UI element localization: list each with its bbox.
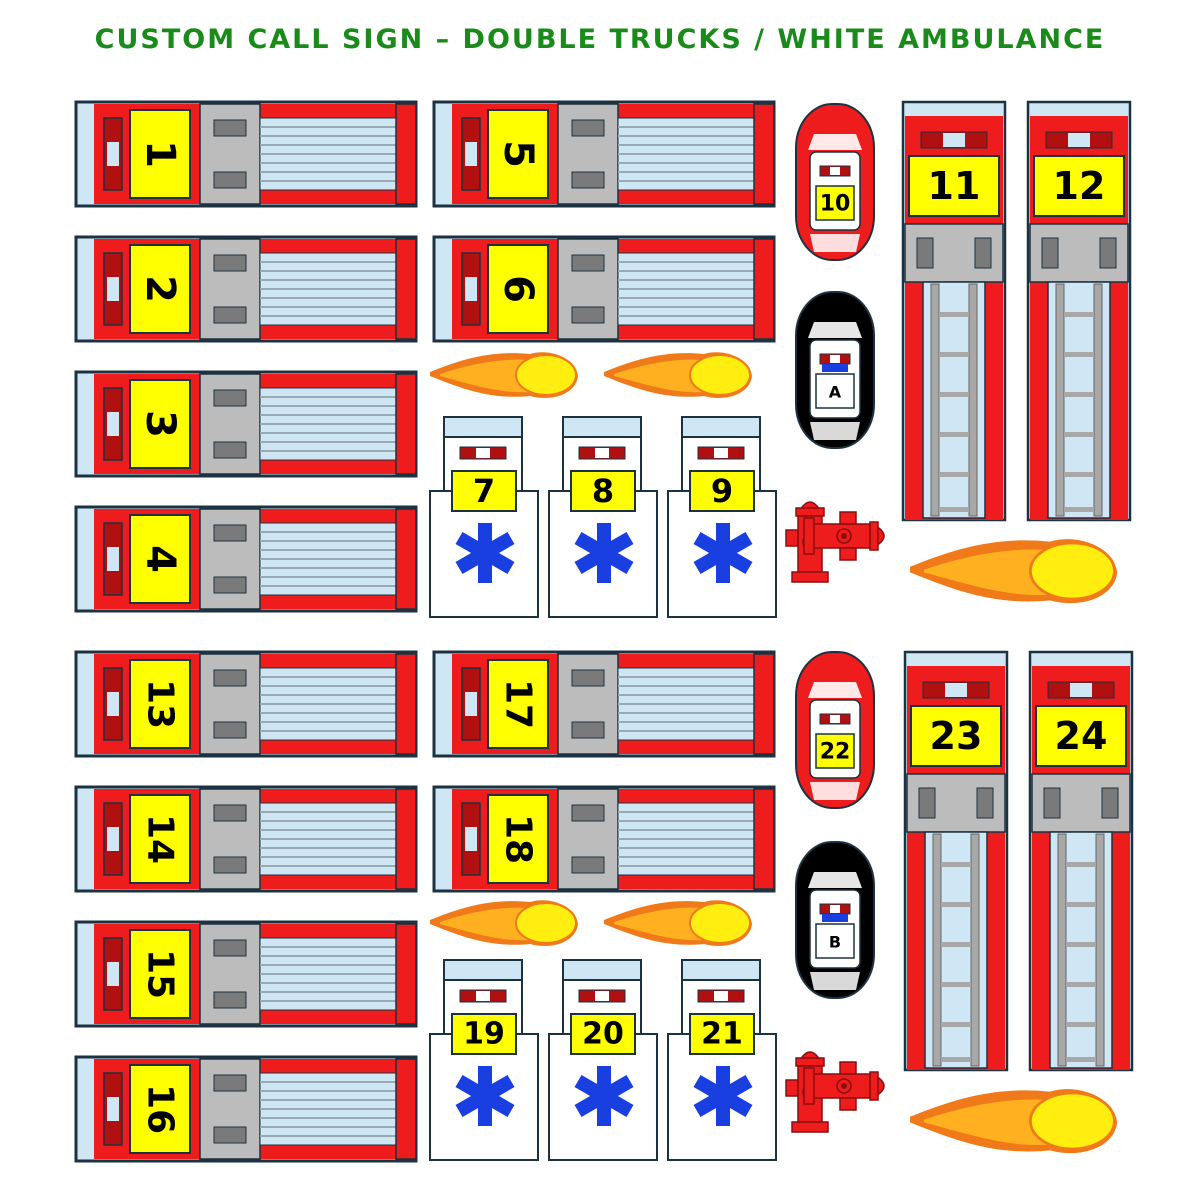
call-sign-label: 22	[820, 740, 851, 765]
call-sign-label: 17	[498, 679, 539, 729]
call-sign-label: 12	[1053, 164, 1106, 208]
fire-engine: 3	[74, 370, 418, 478]
ambulance: 8	[548, 416, 658, 618]
fireball-icon	[429, 899, 579, 947]
call-sign-label: 24	[1055, 714, 1108, 758]
chief-cars: 10A 22B	[795, 103, 875, 999]
call-sign-label: 20	[582, 1017, 624, 1052]
ladder-truck: 24	[1028, 650, 1134, 1072]
call-sign-label: 1	[137, 140, 183, 168]
chief-car: A	[795, 291, 875, 449]
chief-car: 22	[795, 651, 875, 809]
sheet-title: CUSTOM CALL SIGN – DOUBLE TRUCKS / WHITE…	[94, 24, 1106, 55]
call-sign-label: 16	[140, 1084, 181, 1134]
fireball-icon	[908, 537, 1119, 605]
call-sign-label: 8	[592, 472, 614, 510]
ambulance: 7	[429, 416, 539, 618]
ambulance: 9	[667, 416, 777, 618]
call-sign-label: 21	[701, 1017, 743, 1052]
ambulance: 19	[429, 959, 539, 1161]
fire-engine: 4	[74, 505, 418, 613]
call-sign-label: 19	[463, 1017, 505, 1052]
fire-engine: 1	[74, 100, 418, 208]
call-sign-label: 15	[140, 949, 181, 999]
ambulance: 20	[548, 959, 658, 1161]
fireball-icon	[603, 899, 753, 947]
fire-engine: 5	[432, 100, 776, 208]
call-sign-label: 11	[928, 164, 981, 208]
fireball-icon	[429, 351, 579, 399]
call-sign-label: 18	[498, 814, 539, 864]
ladder-trucks: 11 12 23 24	[901, 100, 1134, 1072]
fire-engine: 2	[74, 235, 418, 343]
fire-engine: 6	[432, 235, 776, 343]
call-sign-label: 4	[137, 545, 183, 573]
ambulance: 21	[667, 959, 777, 1161]
fire-engine: 18	[432, 785, 776, 893]
ambulances: 7 8 9 19 20 21	[429, 416, 777, 1161]
fire-engine: 14	[74, 785, 418, 893]
call-sign-label: 13	[140, 679, 181, 729]
call-sign-label: 6	[495, 275, 541, 303]
call-sign-label: 9	[711, 472, 733, 510]
engines: 1 2 3 4 5 6 13 14 15 16 17 18	[74, 100, 776, 1163]
chief-car: 10	[795, 103, 875, 261]
call-sign-label: B	[829, 933, 841, 952]
call-sign-label: 2	[137, 275, 183, 303]
chief-car: B	[795, 841, 875, 999]
call-sign-label: A	[829, 383, 842, 402]
fire-engine: 16	[74, 1055, 418, 1163]
ladder-truck: 23	[903, 650, 1009, 1072]
fireball-icon	[603, 351, 753, 399]
fireball-icon	[908, 1087, 1119, 1155]
call-sign-label: 5	[495, 140, 541, 168]
call-sign-label: 23	[930, 714, 983, 758]
fire-engine: 13	[74, 650, 418, 758]
ladder-truck: 11	[901, 100, 1007, 522]
fire-engine: 15	[74, 920, 418, 1028]
call-sign-label: 7	[473, 472, 495, 510]
call-sign-label: 14	[140, 814, 181, 864]
ladder-truck: 12	[1026, 100, 1132, 522]
call-sign-label: 10	[820, 192, 851, 217]
call-sign-label: 3	[137, 410, 183, 438]
fire-engine: 17	[432, 650, 776, 758]
